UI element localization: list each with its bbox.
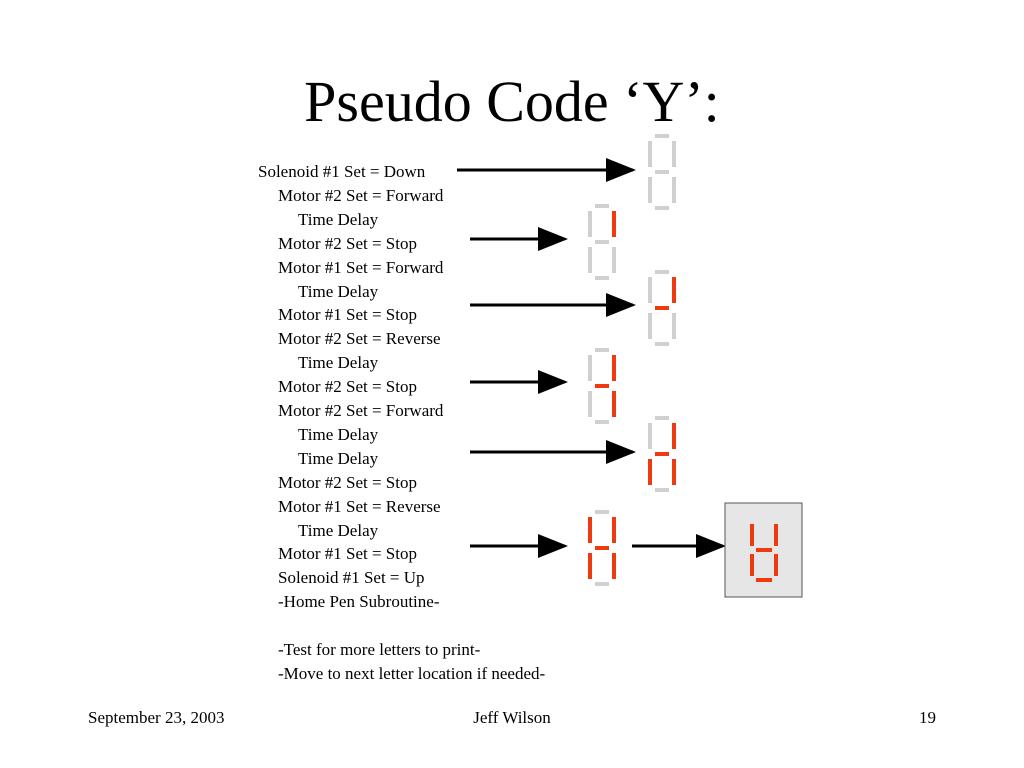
footer-author: Jeff Wilson xyxy=(473,708,551,727)
code-line: Motor #1 Set = Stop xyxy=(278,544,417,564)
code-line: Motor #1 Set = Stop xyxy=(278,305,417,325)
code-line: Motor #1 Set = Forward xyxy=(278,257,444,277)
code-line: Motor #2 Set = Forward xyxy=(278,401,444,420)
footer-page-number: 19 xyxy=(919,708,936,727)
code-line: Motor #1 Set = Reverse xyxy=(278,496,441,516)
code-line: Motor #2 Set = Reverse xyxy=(278,329,441,349)
code-line: -Home Pen Subroutine- xyxy=(278,592,440,612)
code-line: Time Delay xyxy=(298,520,379,540)
code-line: Motor #2 Set = Stop xyxy=(278,472,417,492)
code-line: Time Delay xyxy=(298,281,379,301)
code-line: Motor #2 Set = Stop xyxy=(278,233,417,253)
code-line: Motor #2 Set = Forward xyxy=(278,185,444,205)
code-line: -Move to next letter location if needed- xyxy=(278,663,546,683)
code-line: -Test for more letters to print- xyxy=(278,640,481,659)
code-line: Time Delay xyxy=(298,209,379,229)
code-line: Time Delay xyxy=(298,424,379,444)
footer-date: September 23, 2003 xyxy=(88,708,225,727)
code-line: Time Delay xyxy=(298,353,379,373)
slide-title: Pseudo Code ‘Y’: xyxy=(304,69,720,134)
code-line: Solenoid #1 Set = Down xyxy=(258,162,426,181)
code-line: Time Delay xyxy=(298,448,379,468)
code-line: Solenoid #1 Set = Up xyxy=(278,568,425,588)
code-line: Motor #2 Set = Stop xyxy=(278,377,417,397)
